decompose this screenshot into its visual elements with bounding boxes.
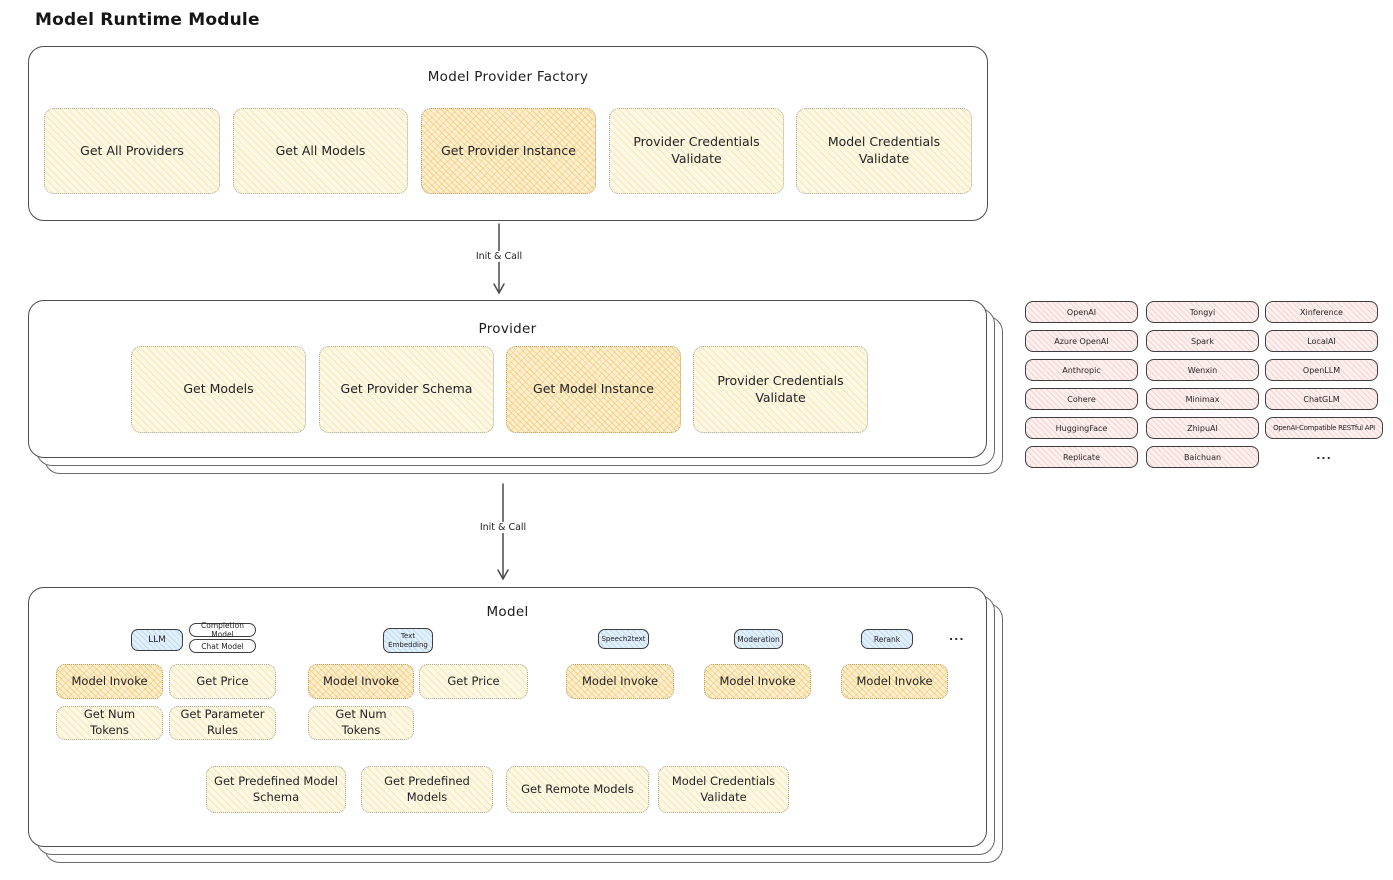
provider-pill-zhipuai[interactable]: ZhipuAI <box>1146 417 1259 439</box>
moderation-model-invoke-button[interactable]: Model Invoke <box>704 664 811 699</box>
speech2text-model-invoke-button[interactable]: Model Invoke <box>566 664 674 699</box>
factory-title: Model Provider Factory <box>427 69 589 85</box>
provider-credentials-validate-button-2[interactable]: Provider Credentials Validate <box>693 346 868 433</box>
tag-moderation[interactable]: Moderation <box>734 629 783 649</box>
tag-completion-model[interactable]: Completion Model <box>189 621 256 639</box>
provider-pill-tongyi[interactable]: Tongyi <box>1146 301 1259 323</box>
rerank-model-invoke-button[interactable]: Model Invoke <box>841 664 948 699</box>
init-call-label-2: Init & Call <box>473 522 533 533</box>
providers-more-ellipsis: ... <box>1316 449 1332 462</box>
tag-rerank[interactable]: Rerank <box>861 629 913 649</box>
model-title: Model <box>486 604 529 620</box>
llm-model-invoke-button[interactable]: Model Invoke <box>56 664 163 699</box>
get-provider-schema-button[interactable]: Get Provider Schema <box>319 346 494 433</box>
get-model-instance-button[interactable]: Get Model Instance <box>506 346 681 433</box>
provider-pill-openai-compatible[interactable]: OpenAI-Compatible RESTful API <box>1265 417 1383 439</box>
provider-pill-minimax[interactable]: Minimax <box>1146 388 1259 410</box>
provider-pill-huggingface[interactable]: HuggingFace <box>1025 417 1138 439</box>
provider-pill-cohere[interactable]: Cohere <box>1025 388 1138 410</box>
tag-chat-model[interactable]: Chat Model <box>189 639 256 653</box>
provider-box: Provider Get Models Get Provider Schema … <box>28 300 987 458</box>
provider-pill-replicate[interactable]: Replicate <box>1025 446 1138 468</box>
provider-pill-openai[interactable]: OpenAI <box>1025 301 1138 323</box>
embedding-get-price-button[interactable]: Get Price <box>419 664 528 699</box>
tag-llm[interactable]: LLM <box>131 629 183 651</box>
get-provider-instance-button[interactable]: Get Provider Instance <box>421 108 596 194</box>
page-title: Model Runtime Module <box>35 10 260 30</box>
provider-pill-wenxin[interactable]: Wenxin <box>1146 359 1259 381</box>
model-box: Model LLM Completion Model Chat Model Te… <box>28 587 987 847</box>
llm-get-parameter-rules-button[interactable]: Get Parameter Rules <box>169 706 276 740</box>
provider-pill-baichuan[interactable]: Baichuan <box>1146 446 1259 468</box>
providers-grid: OpenAI Azure OpenAI Anthropic Cohere Hug… <box>1025 301 1385 471</box>
model-credentials-validate-button-2[interactable]: Model Credentials Validate <box>658 766 789 813</box>
provider-title: Provider <box>478 321 537 337</box>
provider-pill-chatglm[interactable]: ChatGLM <box>1265 388 1378 410</box>
tag-text-embedding[interactable]: Text Embedding <box>383 628 433 653</box>
model-tags-ellipsis: ... <box>949 630 965 643</box>
provider-credentials-validate-button[interactable]: Provider Credentials Validate <box>609 108 784 194</box>
provider-pill-anthropic[interactable]: Anthropic <box>1025 359 1138 381</box>
get-predefined-model-schema-button[interactable]: Get Predefined Model Schema <box>206 766 346 813</box>
model-credentials-validate-button[interactable]: Model Credentials Validate <box>796 108 972 194</box>
embedding-get-num-tokens-button[interactable]: Get Num Tokens <box>308 706 414 740</box>
factory-box: Model Provider Factory Get All Providers… <box>28 46 988 221</box>
init-call-label-1: Init & Call <box>469 251 529 262</box>
provider-pill-xinference[interactable]: Xinference <box>1265 301 1378 323</box>
provider-pill-azure-openai[interactable]: Azure OpenAI <box>1025 330 1138 352</box>
get-all-providers-button[interactable]: Get All Providers <box>44 108 220 194</box>
tag-speech2text[interactable]: Speech2text <box>598 629 649 649</box>
embedding-model-invoke-button[interactable]: Model Invoke <box>308 664 414 699</box>
llm-get-price-button[interactable]: Get Price <box>169 664 276 699</box>
provider-pill-openllm[interactable]: OpenLLM <box>1265 359 1378 381</box>
provider-pill-spark[interactable]: Spark <box>1146 330 1259 352</box>
get-models-button[interactable]: Get Models <box>131 346 306 433</box>
get-all-models-button[interactable]: Get All Models <box>233 108 408 194</box>
llm-get-num-tokens-button[interactable]: Get Num Tokens <box>56 706 163 740</box>
get-predefined-models-button[interactable]: Get Predefined Models <box>361 766 493 813</box>
get-remote-models-button[interactable]: Get Remote Models <box>506 766 649 813</box>
provider-pill-localai[interactable]: LocalAI <box>1265 330 1378 352</box>
